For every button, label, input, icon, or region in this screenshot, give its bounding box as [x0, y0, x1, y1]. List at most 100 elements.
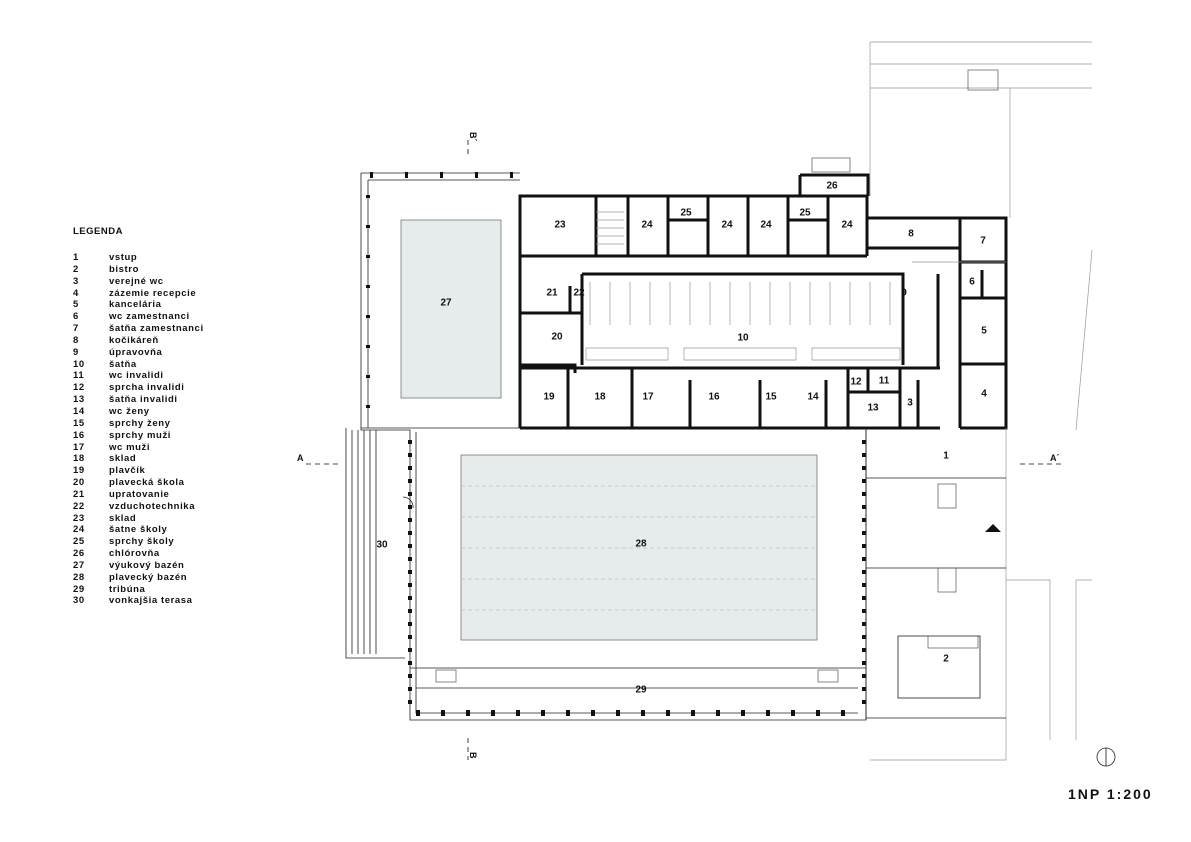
column: [862, 453, 866, 457]
column: [566, 710, 570, 716]
legend-item-label: wc zamestnanci: [109, 311, 190, 323]
pool-lanes: [461, 485, 817, 611]
legend-item-number: 18: [73, 453, 85, 465]
legend-item-number: 16: [73, 429, 85, 441]
legend-item-number: 29: [73, 583, 85, 595]
column: [408, 479, 412, 483]
legend-item-label: šatňa invalidi: [109, 394, 178, 406]
room-number-label: 7: [980, 236, 986, 247]
legend-item-label: chlórovňa: [109, 548, 160, 560]
legend-item-label: plavecký bazén: [109, 571, 188, 583]
legend-item-number: 25: [73, 536, 85, 548]
legend-item-number: 21: [73, 488, 85, 500]
column: [862, 661, 866, 665]
room-number-label: 18: [594, 392, 606, 403]
adjacent-site: [869, 41, 1093, 761]
column: [862, 700, 866, 704]
room-number-label: 19: [543, 392, 555, 403]
legend-item-label: šatňa zamestnanci: [109, 323, 204, 335]
column: [408, 492, 412, 496]
section-a-right-label: A´: [1050, 453, 1060, 463]
column: [366, 255, 370, 258]
legend-item-number: 14: [73, 405, 85, 417]
room-number-label: 23: [554, 220, 566, 231]
column: [466, 710, 470, 716]
column: [408, 557, 412, 561]
column: [408, 596, 412, 600]
room-number-label: 14: [807, 392, 819, 403]
room-number-label: 27: [440, 298, 452, 309]
legend-item: 7 šatňa zamestnanci: [73, 323, 204, 335]
legend-item-number: 17: [73, 441, 85, 453]
column: [766, 710, 770, 716]
column: [408, 700, 412, 704]
legend-item: 6 wc zamestnanci: [73, 311, 204, 323]
column: [408, 609, 412, 613]
legend-item-number: 7: [73, 323, 79, 335]
legend-item-label: sprcha invalidi: [109, 382, 185, 394]
stair: [967, 69, 999, 91]
room-number-label: 15: [765, 392, 777, 403]
legend-item-label: vonkajšia terasa: [109, 595, 193, 607]
column: [408, 570, 412, 574]
room-number-label: 29: [635, 685, 647, 696]
room-number-label: 4: [981, 389, 987, 400]
column: [862, 570, 866, 574]
legend-item-label: sprchy ženy: [109, 417, 171, 429]
column: [862, 609, 866, 613]
legend-item: 16 sprchy muži: [73, 430, 204, 442]
section-b-top-label: B´: [468, 132, 478, 142]
columns: [366, 172, 866, 716]
legend-item-number: 9: [73, 346, 79, 358]
column: [408, 622, 412, 626]
column: [862, 557, 866, 561]
column: [510, 172, 513, 178]
legend-item-label: sprchy muži: [109, 429, 172, 441]
legend-item-label: verejné wc: [109, 275, 164, 287]
column: [691, 710, 695, 716]
column: [862, 583, 866, 587]
legend-item-label: kancelária: [109, 299, 162, 311]
room-number-label: 6: [969, 277, 975, 288]
room-number-label: 3: [907, 398, 913, 409]
legend-item-number: 11: [73, 370, 85, 382]
stair: [811, 157, 851, 173]
column: [491, 710, 495, 716]
legend-item-number: 6: [73, 311, 79, 323]
legend-item-number: 27: [73, 559, 85, 571]
column: [862, 531, 866, 535]
room-number-label: 16: [708, 392, 720, 403]
room-number-label: 13: [867, 403, 879, 414]
room-number-label: 26: [826, 181, 838, 192]
column: [416, 710, 420, 716]
bistro-area: [865, 428, 1006, 720]
column: [666, 710, 670, 716]
column: [862, 622, 866, 626]
column: [370, 172, 373, 178]
legend-title: LEGENDA: [73, 226, 123, 237]
column: [716, 710, 720, 716]
service-block: [518, 173, 1008, 430]
room-number-label: 22: [573, 288, 585, 299]
legend-item-label: tribúna: [109, 583, 146, 595]
section-markers: A A´ B´ B: [297, 132, 1062, 760]
column: [366, 375, 370, 378]
column: [408, 466, 412, 470]
room-number-label: 11: [879, 376, 890, 387]
room-number-label: 12: [850, 377, 862, 388]
legend-item-label: plavčík: [109, 465, 146, 477]
column: [408, 635, 412, 639]
